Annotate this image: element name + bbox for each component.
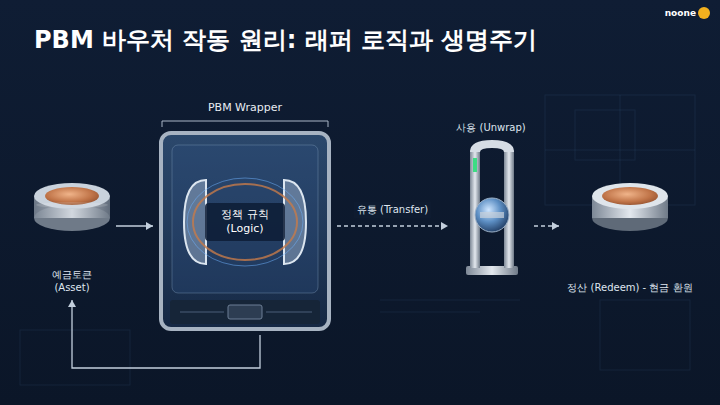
arrow-head (68, 300, 76, 307)
node-label: 예금토큰 (Asset) (42, 269, 102, 294)
arrow-head (552, 222, 559, 230)
unwrap-node: 사용 (Unwrap) (450, 118, 532, 280)
node-label: 사용 (Unwrap) (456, 122, 525, 135)
redeem-node: 정산 (Redeem) - 현금 환원 (561, 170, 699, 298)
node-label: 정산 (Redeem) - 현금 환원 (567, 282, 692, 295)
connector-line (337, 225, 448, 226)
edge-label: 유통 (Transfer) (354, 202, 431, 218)
connector (534, 222, 559, 230)
logic-node: 정책 규칙 (Logic) (205, 203, 285, 241)
arrow-head (441, 222, 448, 230)
blueprint-grid (20, 95, 695, 385)
connector (116, 222, 153, 230)
wrapper-node: PBM Wrapper 정책 규칙 (Logic) (155, 97, 335, 333)
redeem-coin (592, 183, 668, 231)
asset-node: 예금토큰 (Asset) (30, 170, 114, 298)
node-label: 정책 규칙 (Logic) (211, 208, 279, 236)
node-heading: PBM Wrapper (208, 101, 282, 115)
connector (337, 222, 448, 230)
unwrap-device (466, 140, 518, 275)
title-text: PBM 바우처 작동 원리: 래퍼 로직과 생명주기 (34, 24, 538, 56)
logo-icon (698, 7, 710, 19)
connector (68, 300, 260, 368)
logo-text: noone (665, 8, 696, 18)
connector-line (72, 300, 260, 368)
asset-coin (34, 183, 110, 231)
arrow-head (146, 222, 153, 230)
wrapper-housing (161, 121, 329, 329)
